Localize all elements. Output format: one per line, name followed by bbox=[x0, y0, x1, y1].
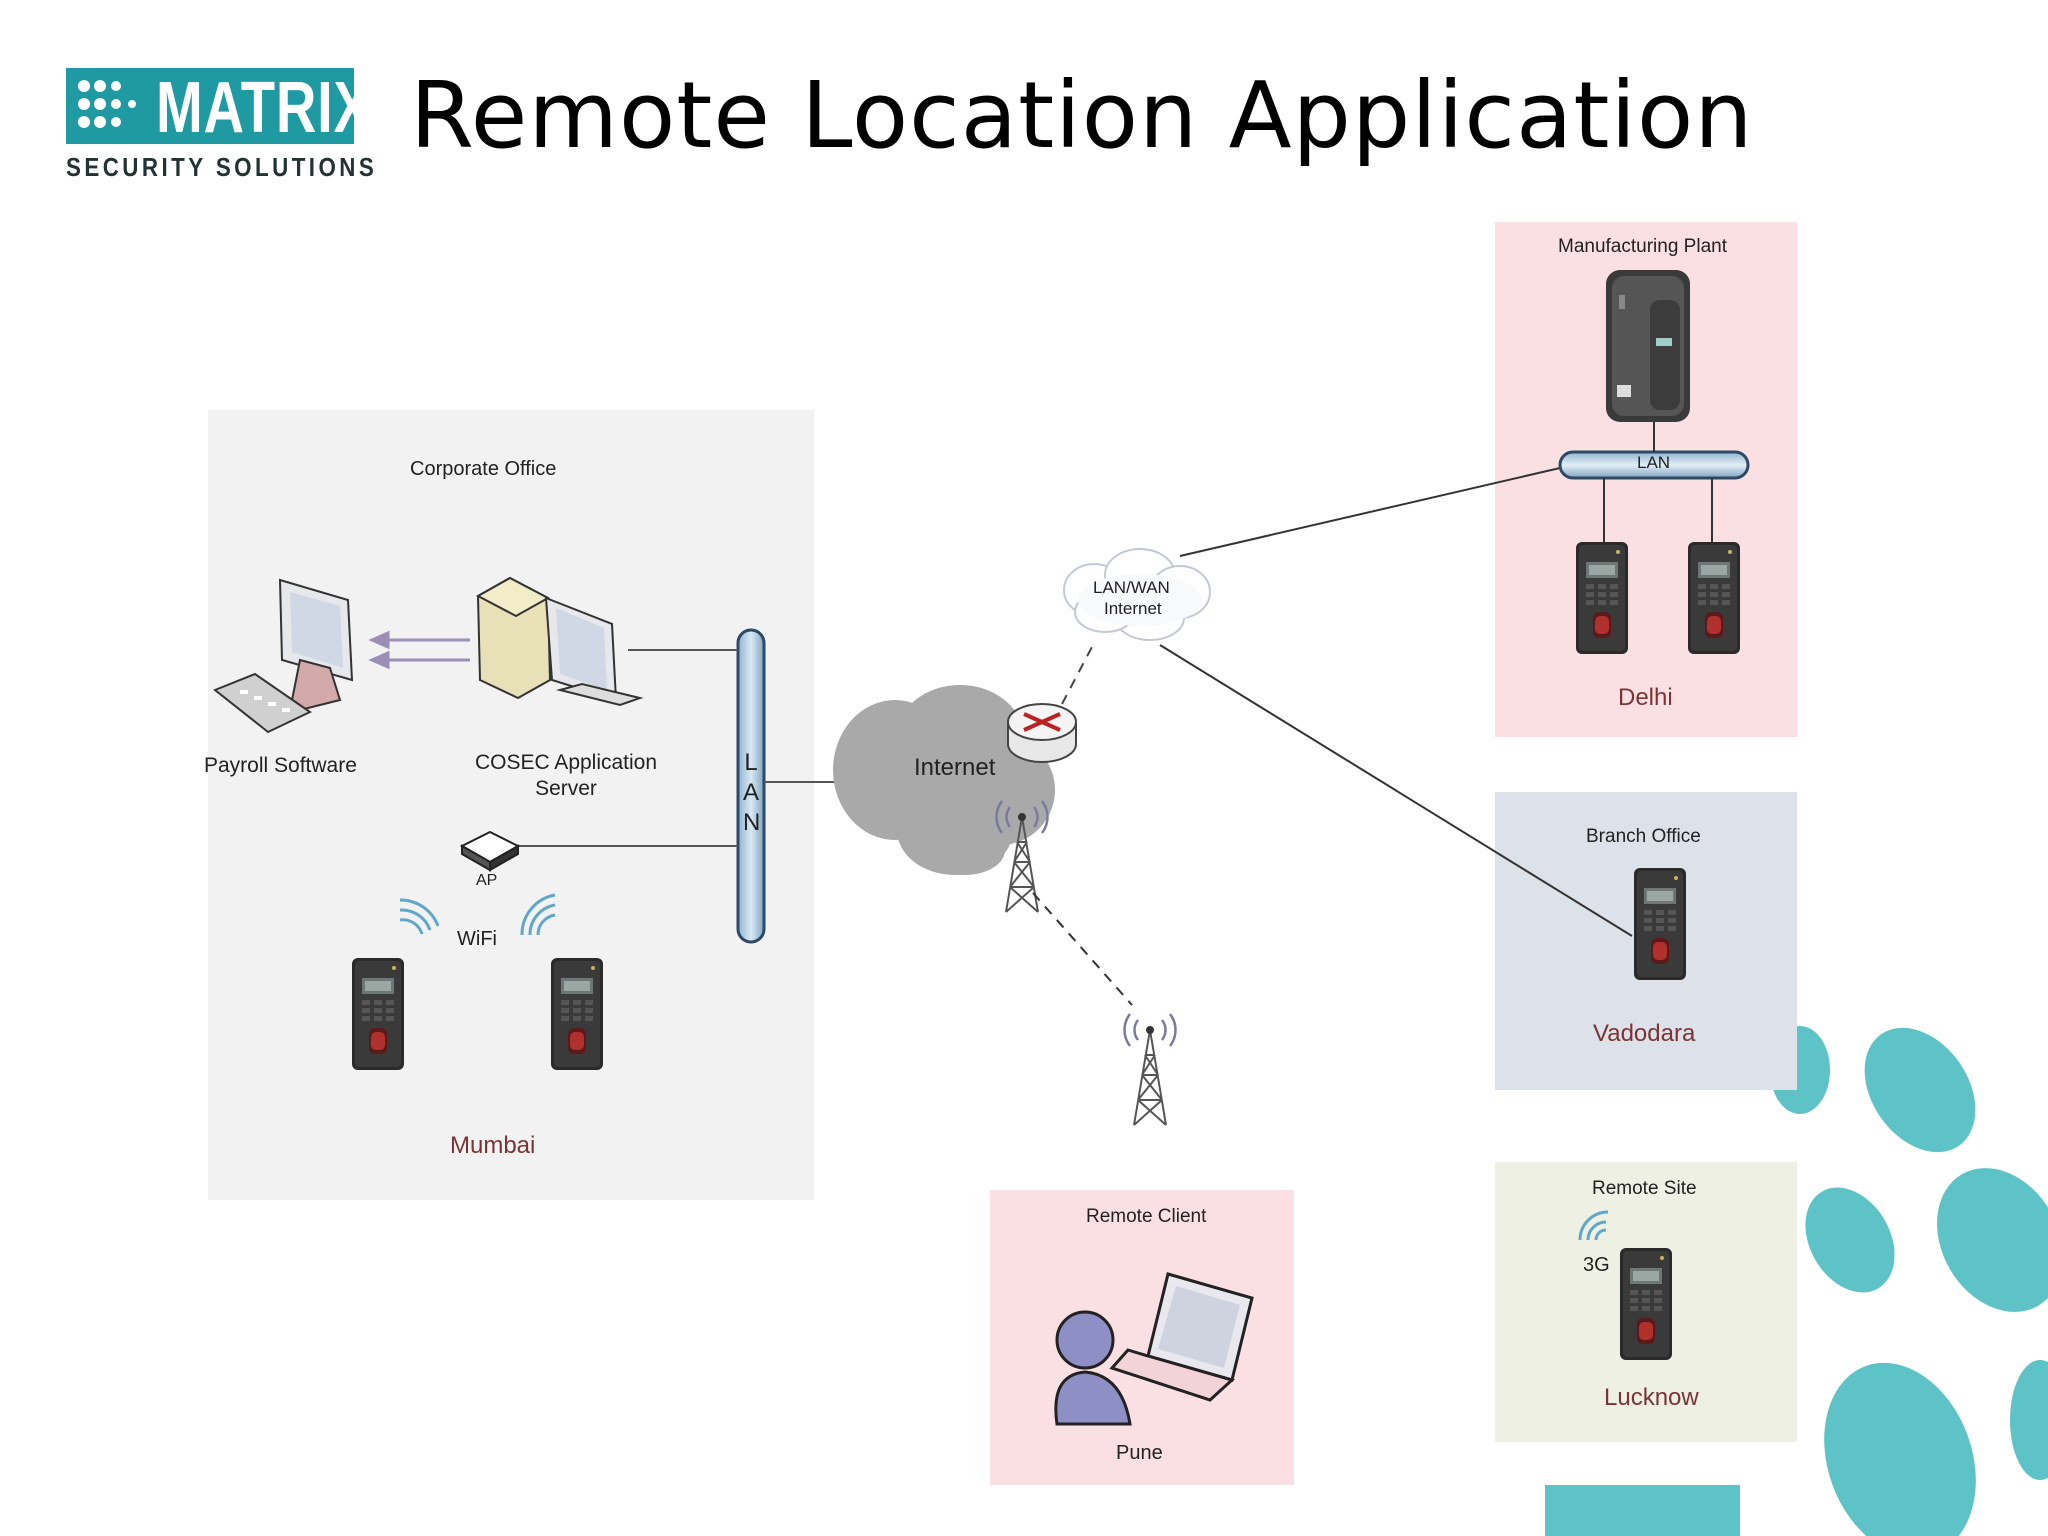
payroll-software-label: Payroll Software bbox=[204, 754, 357, 777]
lucknow-city-label: Lucknow bbox=[1604, 1384, 1699, 1411]
matrix-logo: MATRIX SECURITY SOLUTIONS bbox=[66, 68, 374, 184]
mumbai-city-label: Mumbai bbox=[450, 1132, 536, 1159]
laptop-icon bbox=[1109, 1272, 1254, 1402]
logo-dots-icon bbox=[78, 80, 136, 128]
internet-cloud-icon bbox=[833, 685, 1055, 875]
pune-city-label: Pune bbox=[1116, 1442, 1163, 1464]
access-point-label: AP bbox=[476, 872, 498, 889]
corporate-office-heading: Corporate Office bbox=[410, 458, 557, 480]
manufacturing-plant-heading: Manufacturing Plant bbox=[1558, 236, 1727, 257]
lan-wan-label-line2: Internet bbox=[1104, 599, 1162, 618]
wifi-signal-icon-right bbox=[520, 893, 556, 936]
door-controller-icon bbox=[1606, 270, 1690, 422]
vadodara-city-label: Vadodara bbox=[1593, 1020, 1696, 1047]
data-flow-arrows bbox=[368, 630, 470, 670]
branch-office-heading: Branch Office bbox=[1586, 826, 1701, 847]
internet-label: Internet bbox=[914, 754, 996, 781]
delhi-city-label: Delhi bbox=[1618, 684, 1673, 711]
server-label: COSEC Application Server bbox=[474, 751, 658, 800]
remote-client-heading: Remote Client bbox=[1086, 1206, 1207, 1227]
wifi-signal-icon-left bbox=[399, 898, 440, 935]
slide-title: Remote Location Application bbox=[410, 62, 1754, 169]
access-point-icon bbox=[459, 830, 521, 872]
user-icon bbox=[1054, 1310, 1132, 1426]
router-icon bbox=[1007, 703, 1077, 763]
3g-signal-icon bbox=[1578, 1210, 1609, 1241]
delhi-lan-label: LAN bbox=[1637, 453, 1671, 472]
corporate-office-region bbox=[208, 410, 814, 1200]
wifi-label: WiFi bbox=[457, 928, 497, 950]
corporate-lan-label: LAN bbox=[743, 749, 761, 836]
logo-brand-text: MATRIX bbox=[156, 68, 372, 148]
3g-label: 3G bbox=[1583, 1254, 1610, 1276]
payroll-computer-icon bbox=[213, 578, 354, 734]
lan-wan-label-line1: LAN/WAN bbox=[1093, 578, 1170, 597]
cell-tower-icon-far bbox=[1123, 1012, 1177, 1127]
remote-site-heading: Remote Site bbox=[1592, 1178, 1697, 1199]
server-computer-icon bbox=[475, 576, 644, 707]
